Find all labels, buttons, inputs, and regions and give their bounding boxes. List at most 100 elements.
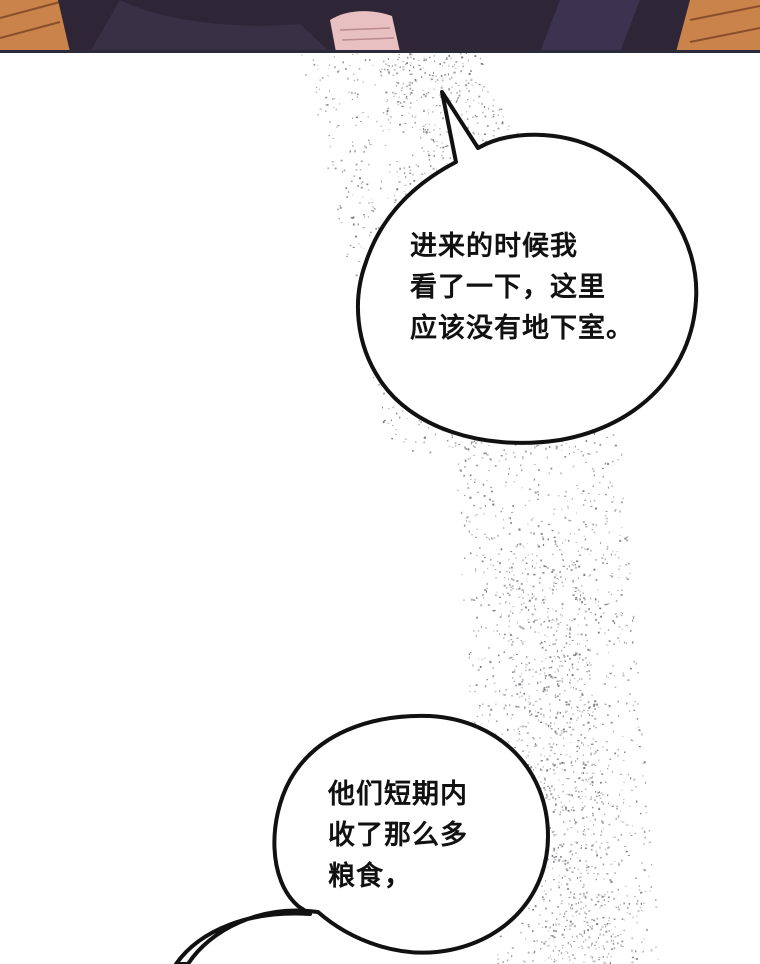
speckle-dot <box>395 412 398 415</box>
speckle-dot <box>434 433 436 436</box>
speckle-dot <box>474 570 476 572</box>
speckle-dot <box>523 961 526 963</box>
speckle-dot <box>607 714 609 716</box>
speckle-dot <box>562 730 564 732</box>
speckle-dot <box>502 693 505 696</box>
speckle-dot <box>422 128 424 131</box>
speckle-dot <box>337 124 340 127</box>
speckle-dot <box>545 686 547 688</box>
speckle-dot <box>576 842 578 844</box>
speckle-dot <box>548 619 551 622</box>
speckle-dot <box>563 769 566 772</box>
speckle-dot <box>404 438 407 440</box>
speckle-dot <box>564 495 567 497</box>
speckle-dot <box>558 779 560 781</box>
speckle-dot <box>601 830 603 833</box>
speckle-dot <box>360 246 362 248</box>
speckle-dot <box>595 896 598 898</box>
speckle-dot <box>338 217 340 220</box>
speckle-dot <box>502 121 504 123</box>
speckle-dot <box>548 667 551 669</box>
speckle-dot <box>598 706 600 708</box>
speckle-dot <box>399 167 401 170</box>
speckle-dot <box>592 806 594 809</box>
speckle-dot <box>494 609 496 612</box>
speckle-dot <box>559 693 561 695</box>
speckle-dot <box>385 91 388 94</box>
speckle-dot <box>547 866 549 868</box>
speckle-dot <box>601 801 603 803</box>
speckle-dot <box>491 537 493 540</box>
speckle-dot <box>396 188 399 191</box>
speckle-dot <box>529 714 531 716</box>
speckle-dot <box>577 633 579 635</box>
speckle-dot <box>449 157 451 160</box>
clothing-fold <box>90 0 330 52</box>
speckle-dot <box>460 511 463 514</box>
speckle-dot <box>597 873 599 876</box>
speckle-dot <box>469 457 471 459</box>
speckle-dot <box>523 960 525 962</box>
speckle-dot <box>549 587 551 589</box>
speckle-dot <box>470 441 473 443</box>
speckle-dot <box>589 553 591 555</box>
speckle-dot <box>516 543 519 546</box>
speckle-dot <box>590 898 593 900</box>
speckle-dot <box>594 818 596 821</box>
speckle-dot <box>562 615 563 617</box>
speckle-dot <box>545 907 547 910</box>
speckle-dot <box>523 602 525 604</box>
speckle-dot <box>621 918 624 920</box>
speckle-dot <box>614 554 616 556</box>
speckle-dot <box>403 106 405 107</box>
speckle-dot <box>498 654 500 657</box>
speckle-dot <box>506 570 508 573</box>
speckle-dot <box>543 688 546 691</box>
speckle-dot <box>504 485 507 487</box>
speckle-dot <box>620 810 621 812</box>
speckle-dot <box>413 58 415 60</box>
speckle-dot <box>398 96 400 98</box>
speckle-dot <box>508 620 510 622</box>
speckle-dot <box>624 538 625 539</box>
speckle-dot <box>502 961 504 963</box>
speckle-dot <box>554 858 557 861</box>
speckle-dot <box>547 523 550 526</box>
speckle-dot <box>568 903 570 905</box>
speckle-dot <box>603 828 605 830</box>
speckle-dot <box>556 758 559 761</box>
speckle-dot <box>428 131 431 133</box>
speckle-dot <box>517 621 518 624</box>
speckle-dot <box>422 66 424 69</box>
speckle-dot <box>626 912 629 914</box>
speckle-dot <box>568 726 570 728</box>
speckle-dot <box>619 510 621 513</box>
speckle-dot <box>544 940 547 943</box>
speckle-dot <box>448 445 450 448</box>
speckle-dot <box>565 538 567 541</box>
speckle-dot <box>405 63 407 65</box>
speckle-dot <box>522 559 524 562</box>
speckle-dot <box>624 751 626 754</box>
speckle-dot <box>554 658 556 660</box>
speckle-dot <box>544 777 546 780</box>
speckle-dot <box>613 730 614 733</box>
speckle-dot <box>560 472 562 475</box>
speckle-dot <box>396 101 398 104</box>
speckle-dot <box>548 957 550 959</box>
speckle-dot <box>487 567 489 570</box>
speckle-dot <box>569 756 572 758</box>
speckle-dot <box>555 732 558 735</box>
speckle-dot <box>579 798 582 800</box>
speckle-dot <box>533 478 536 481</box>
speckle-dot <box>388 72 390 75</box>
speckle-dot <box>593 703 596 706</box>
speckle-dot <box>605 493 607 496</box>
speckle-dot <box>525 606 527 609</box>
speckle-dot <box>415 114 417 117</box>
speckle-dot <box>510 589 512 592</box>
speckle-dot <box>515 557 517 559</box>
speckle-dot <box>527 573 529 576</box>
speckle-dot <box>592 763 595 766</box>
speckle-dot <box>640 812 642 815</box>
